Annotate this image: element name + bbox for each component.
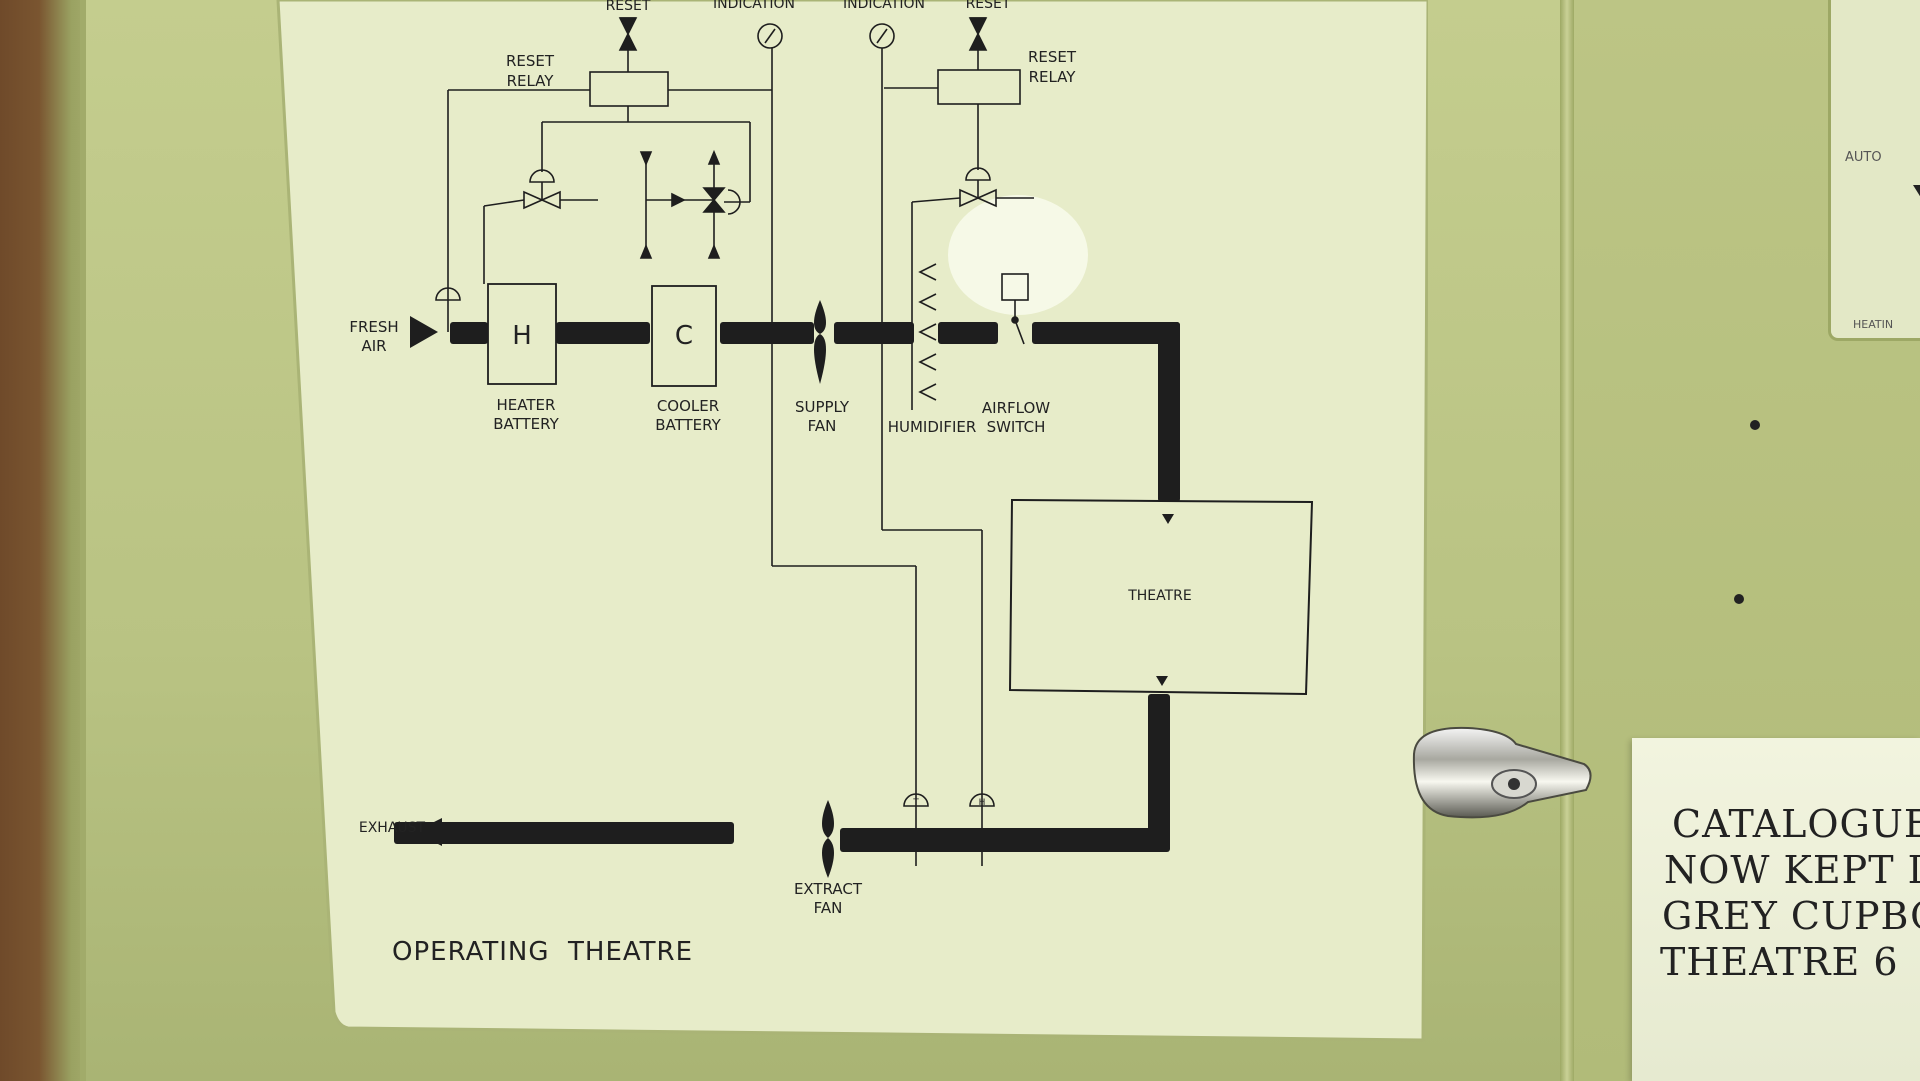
cooler-letter: C <box>675 321 693 351</box>
diagram-title: OPERATING THEATRE <box>392 937 693 967</box>
reset-label-right: RESET <box>966 0 1011 12</box>
knob-pointer-icon <box>1913 185 1920 201</box>
reset-relay-left-line2: RELAY <box>507 72 555 90</box>
notice-line-1: CATALOGUE <box>1672 802 1920 846</box>
heater-letter: H <box>512 321 532 351</box>
indication-label-left: INDICATION <box>713 0 795 12</box>
fresh-air-line1: FRESH <box>349 318 398 336</box>
auto-label: AUTO <box>1845 150 1882 165</box>
airflow-switch-line2: SWITCH <box>987 418 1046 436</box>
supply-fan-line1: SUPPLY <box>795 398 850 416</box>
screw-dot <box>1734 594 1744 604</box>
cooler-battery-line1: COOLER <box>657 397 719 415</box>
humidifier-label: HUMIDIFIER <box>888 418 977 436</box>
fresh-air-line2: AIR <box>361 337 386 355</box>
temperature-sensor-label: T <box>912 798 919 808</box>
control-plate: AUTO HEATIN <box>1828 0 1920 341</box>
notice-line-3: GREY CUPBO <box>1662 894 1920 938</box>
airflow-schematic-panel: RESET INDICATION INDICATION RESET RESET … <box>276 0 1428 1042</box>
indication-label-right: INDICATION <box>843 0 925 12</box>
heater-battery-line1: HEATER <box>497 396 556 414</box>
reset-relay-right-line2: RELAY <box>1029 68 1077 86</box>
exhaust-label: EXHAUST <box>359 820 426 836</box>
heating-label: HEATIN <box>1853 318 1894 331</box>
screw-dot <box>1750 420 1760 430</box>
reset-relay-left-line1: RESET <box>506 52 555 70</box>
cabinet-seam <box>1560 0 1574 1081</box>
reset-relay-right-line1: RESET <box>1028 48 1077 66</box>
humidity-sensor-label: H <box>979 798 986 808</box>
theatre-label: THEATRE <box>1127 588 1192 604</box>
extract-fan-line1: EXTRACT <box>794 880 863 898</box>
cooler-battery-line2: BATTERY <box>655 416 721 434</box>
supply-fan-line2: FAN <box>808 417 837 435</box>
notice-line-2: NOW KEPT IN <box>1664 848 1920 892</box>
heater-battery-line2: BATTERY <box>493 415 559 433</box>
notice-line-4: THEATRE 6 <box>1660 940 1899 984</box>
notice-sheet: CATALOGUE NOW KEPT IN GREY CUPBO THEATRE… <box>1632 738 1920 1081</box>
extract-fan-line2: FAN <box>814 899 843 917</box>
door-handle-icon[interactable] <box>1408 724 1598 824</box>
airflow-switch-line1: AIRFLOW <box>982 399 1050 417</box>
reset-label-left: RESET <box>606 0 651 14</box>
